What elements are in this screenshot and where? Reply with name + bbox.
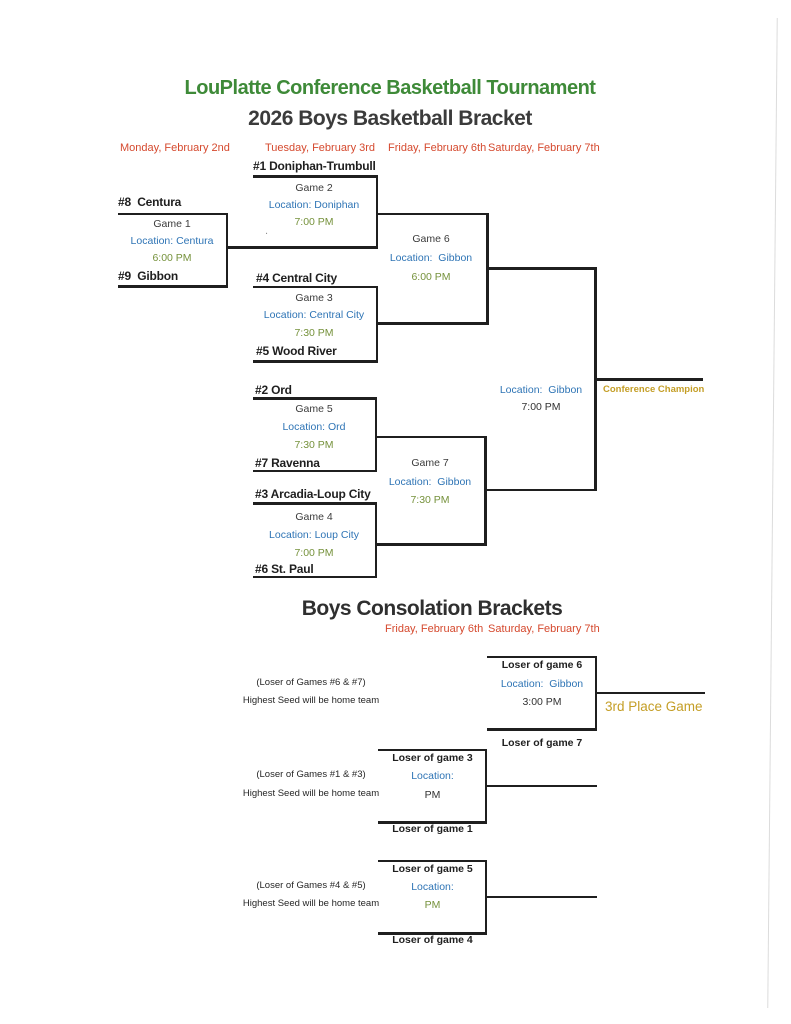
page-title: LouPlatte Conference Basketball Tourname… [184,77,596,99]
cons13-location: Location: [411,770,454,782]
game7-time: 7:30 PM [410,494,450,506]
game4-time: 7:00 PM [294,547,334,559]
game3-time: 7:30 PM [294,327,334,339]
cons45-top-slot: Loser of game 5 [392,863,473,875]
third-place-box-bottom-line [487,728,597,731]
third-place-note-home-team: Highest Seed will be home team [242,695,380,706]
third-place-winner-line [594,691,705,694]
game2-box-top-line [253,175,378,178]
seed-1-doniphan-trumbull: #1 Doniphan-Trumbull [253,159,376,173]
seed-6-st-paul: #6 St. Paul [255,562,314,576]
game7-winner-line [484,488,597,491]
game4-box-top-line [253,502,377,505]
cons13-box-top-line [378,748,487,751]
game7-box-bottom-line [374,543,487,546]
date-column-monday: Monday, February 2nd [120,142,230,154]
game2-label: Game 2 [295,182,333,194]
game6-location: Location: Gibbon [389,252,473,264]
game3-label: Game 3 [295,292,333,304]
third-place-box-top-line [487,655,597,658]
game2-time: 7:00 PM [294,216,334,228]
game1-box-top-line [118,212,228,215]
scan-edge-artifact-line [767,18,778,1008]
seed-2-ord: #2 Ord [255,383,292,397]
cons45-box-top-line [378,859,487,862]
game6-time: 6:00 PM [411,271,451,283]
cons13-winner-line [484,784,597,787]
cons45-winner-line [484,895,597,898]
third-place-game-label: 3rd Place Game [605,699,703,714]
cons45-bottom-slot: Loser of game 4 [392,934,473,946]
game1-location: Location: Centura [130,235,214,247]
game4-box-bottom-line [253,575,377,578]
game7-label: Game 7 [411,457,449,469]
third-place-time: 3:00 PM [522,696,562,708]
game6-label: Game 6 [412,233,450,245]
game6-box-top-line [375,212,489,215]
cons13-note-home-team: Highest Seed will be home team [242,788,380,799]
conference-champion-label: Conference Champion [603,384,705,395]
scan-dot-artifact: . [265,225,269,237]
cons13-top-slot: Loser of game 3 [392,752,473,764]
cons13-bottom-slot: Loser of game 1 [392,823,473,835]
game2-box-right-line [375,175,378,249]
consolation-date-saturday: Saturday, February 7th [488,623,600,635]
game5-location: Location: Ord [282,421,346,433]
game7-location: Location: Gibbon [388,476,472,488]
page-subtitle: 2026 Boys Basketball Bracket [248,107,532,130]
third-place-note-matchup: (Loser of Games #6 & #7) [256,677,366,688]
game2-location: Location: Doniphan [268,199,360,211]
game1-box-bottom-line [118,285,228,288]
game7-box-top-line [374,435,487,438]
champion-line [594,378,703,381]
date-column-saturday: Saturday, February 7th [488,142,600,154]
game1-label: Game 1 [153,218,191,230]
game4-location: Location: Loup City [269,529,359,541]
seed-8-centura: #8 Centura [118,195,182,209]
game3-box-top-line [253,285,378,288]
cons45-location: Location: [411,881,454,893]
cons45-note-home-team: Highest Seed will be home team [242,898,380,909]
game2-box-bottom-line [228,246,378,249]
game4-box-right-line [374,502,377,578]
game5-box-top-line [253,397,377,400]
seed-9-gibbon: #9 Gibbon [118,269,179,283]
consolation-title: Boys Consolation Brackets [301,597,563,620]
seed-4-central-city: #4 Central City [256,271,338,285]
date-column-tuesday: Tuesday, February 3rd [265,142,376,154]
cons45-box-bottom-line [378,932,487,935]
game5-box-bottom-line [253,469,377,472]
cons45-note-matchup: (Loser of Games #4 & #5) [256,880,366,891]
game5-time: 7:30 PM [294,439,334,451]
game1-box-right-line [225,212,228,288]
seed-5-wood-river: #5 Wood River [256,344,337,358]
game3-box-bottom-line [253,360,378,363]
game6-winner-line [486,267,597,270]
cons13-box-bottom-line [378,821,487,824]
game3-location: Location: Central City [263,309,365,321]
seed-7-ravenna: #7 Ravenna [255,456,320,470]
game1-time: 6:00 PM [152,252,192,264]
cons13-time: PM [424,789,441,801]
game5-label: Game 5 [295,403,333,415]
cons45-time: PM [424,899,441,911]
championship-location: Location: Gibbon [499,384,583,396]
third-place-top-slot: Loser of game 6 [501,659,583,671]
championship-time: 7:00 PM [521,401,561,413]
game6-box-bottom-line [375,322,489,325]
consolation-date-friday: Friday, February 6th [385,623,484,635]
cons13-note-matchup: (Loser of Games #1 & #3) [256,769,366,780]
game4-label: Game 4 [295,511,333,523]
game5-box-right-line [374,397,377,472]
seed-3-arcadia-loup-city: #3 Arcadia-Loup City [255,487,371,501]
date-column-friday: Friday, February 6th [388,142,487,154]
third-place-location: Location: Gibbon [500,678,584,690]
third-place-bottom-slot: Loser of game 7 [501,737,583,749]
